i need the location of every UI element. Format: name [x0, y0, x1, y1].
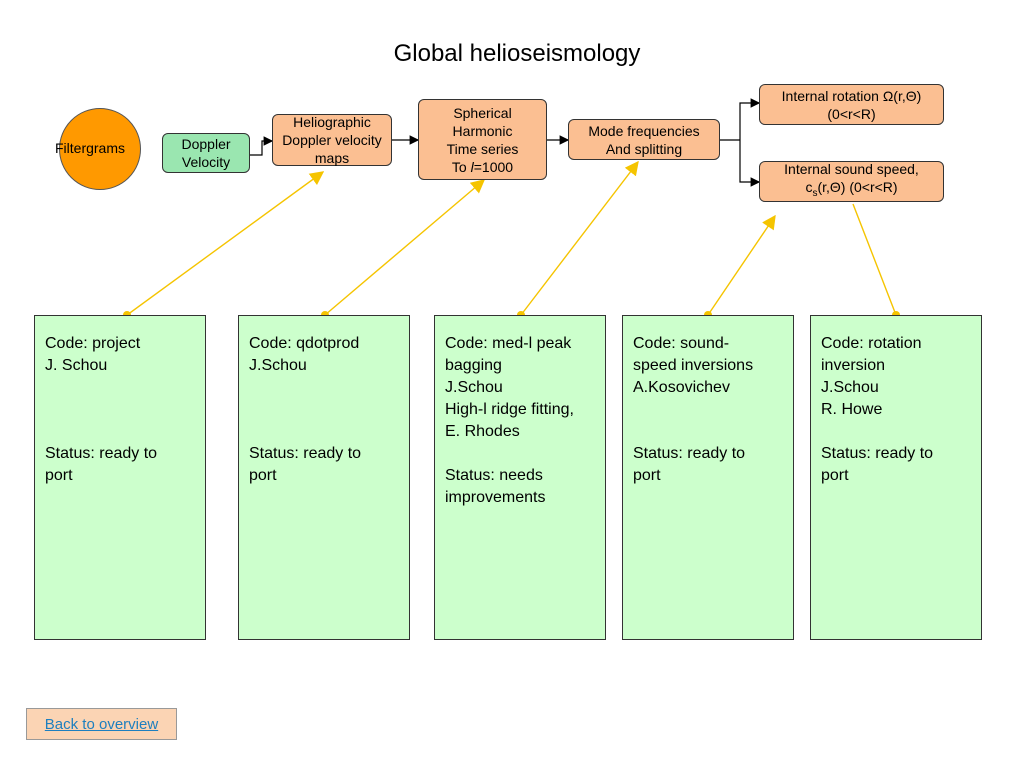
- connector-card3: [520, 160, 639, 316]
- card-code: Code: med-l peak bagging J.Schou High-l …: [445, 335, 574, 440]
- sound-line1: Internal sound speed,: [784, 161, 919, 178]
- card-status: Status: ready to port: [45, 445, 158, 484]
- card-status: Status: ready to port: [821, 445, 934, 484]
- rotation-line1: Internal rotation Ω(r,Θ): [781, 87, 922, 104]
- spherical-line4: To l=1000: [451, 158, 514, 175]
- card-code: Code: rotation inversion J.Schou R. Howe: [821, 335, 922, 418]
- internal-sound-speed-node: Internal sound speed, cs(r,Θ) (0<r<R): [759, 161, 944, 202]
- filtergrams-label: Filtergrams: [55, 140, 126, 156]
- card-status: Status: ready to port: [249, 445, 362, 484]
- code-card-qdotprod: Code: qdotprod J.Schou Status: ready to …: [238, 315, 410, 640]
- filtergrams-circle: [59, 108, 141, 190]
- code-card-sound-speed: Code: sound- speed inversions A.Kosovich…: [622, 315, 794, 640]
- card-code: Code: sound- speed inversions A.Kosovich…: [633, 335, 754, 396]
- back-to-overview-box: Back to overview: [26, 708, 177, 740]
- mode-frequencies-node: Mode frequencies And splitting: [568, 119, 720, 160]
- code-card-project: Code: project J. Schou Status: ready to …: [34, 315, 206, 640]
- card-status: Status: ready to port: [633, 445, 746, 484]
- code-card-peak-bagging: Code: med-l peak bagging J.Schou High-l …: [434, 315, 606, 640]
- arrow-to-sound: [739, 140, 761, 187]
- connector-card1: [126, 171, 325, 316]
- internal-rotation-node: Internal rotation Ω(r,Θ) (0<r<R): [759, 84, 944, 125]
- code-card-rotation: Code: rotation inversion J.Schou R. Howe…: [810, 315, 982, 640]
- spherical-line2: Harmonic: [452, 122, 513, 139]
- card-status: Status: needs improvements: [445, 467, 546, 506]
- connector-card4: [707, 214, 776, 316]
- connector-card2: [324, 179, 486, 316]
- sound-line2: cs(r,Θ) (0<r<R): [805, 179, 898, 199]
- heliographic-maps-node: Heliographic Doppler velocity maps: [272, 114, 392, 166]
- arrow-to-rotation: [739, 98, 761, 140]
- arrow-doppler-to-heliographic: [250, 136, 274, 156]
- spherical-line1: Spherical: [453, 104, 512, 121]
- card-code: Code: project J. Schou: [45, 335, 141, 374]
- rotation-line2: (0<r<R): [827, 105, 876, 122]
- connector-card5: [852, 203, 897, 316]
- spherical-harmonic-node: Spherical Harmonic Time series To l=1000: [418, 99, 547, 180]
- page-title: Global helioseismology: [393, 40, 641, 67]
- spherical-line3: Time series: [446, 140, 519, 157]
- back-to-overview-link[interactable]: Back to overview: [44, 715, 159, 733]
- card-code: Code: qdotprod J.Schou: [249, 335, 360, 374]
- doppler-velocity-node: Doppler Velocity: [162, 133, 250, 173]
